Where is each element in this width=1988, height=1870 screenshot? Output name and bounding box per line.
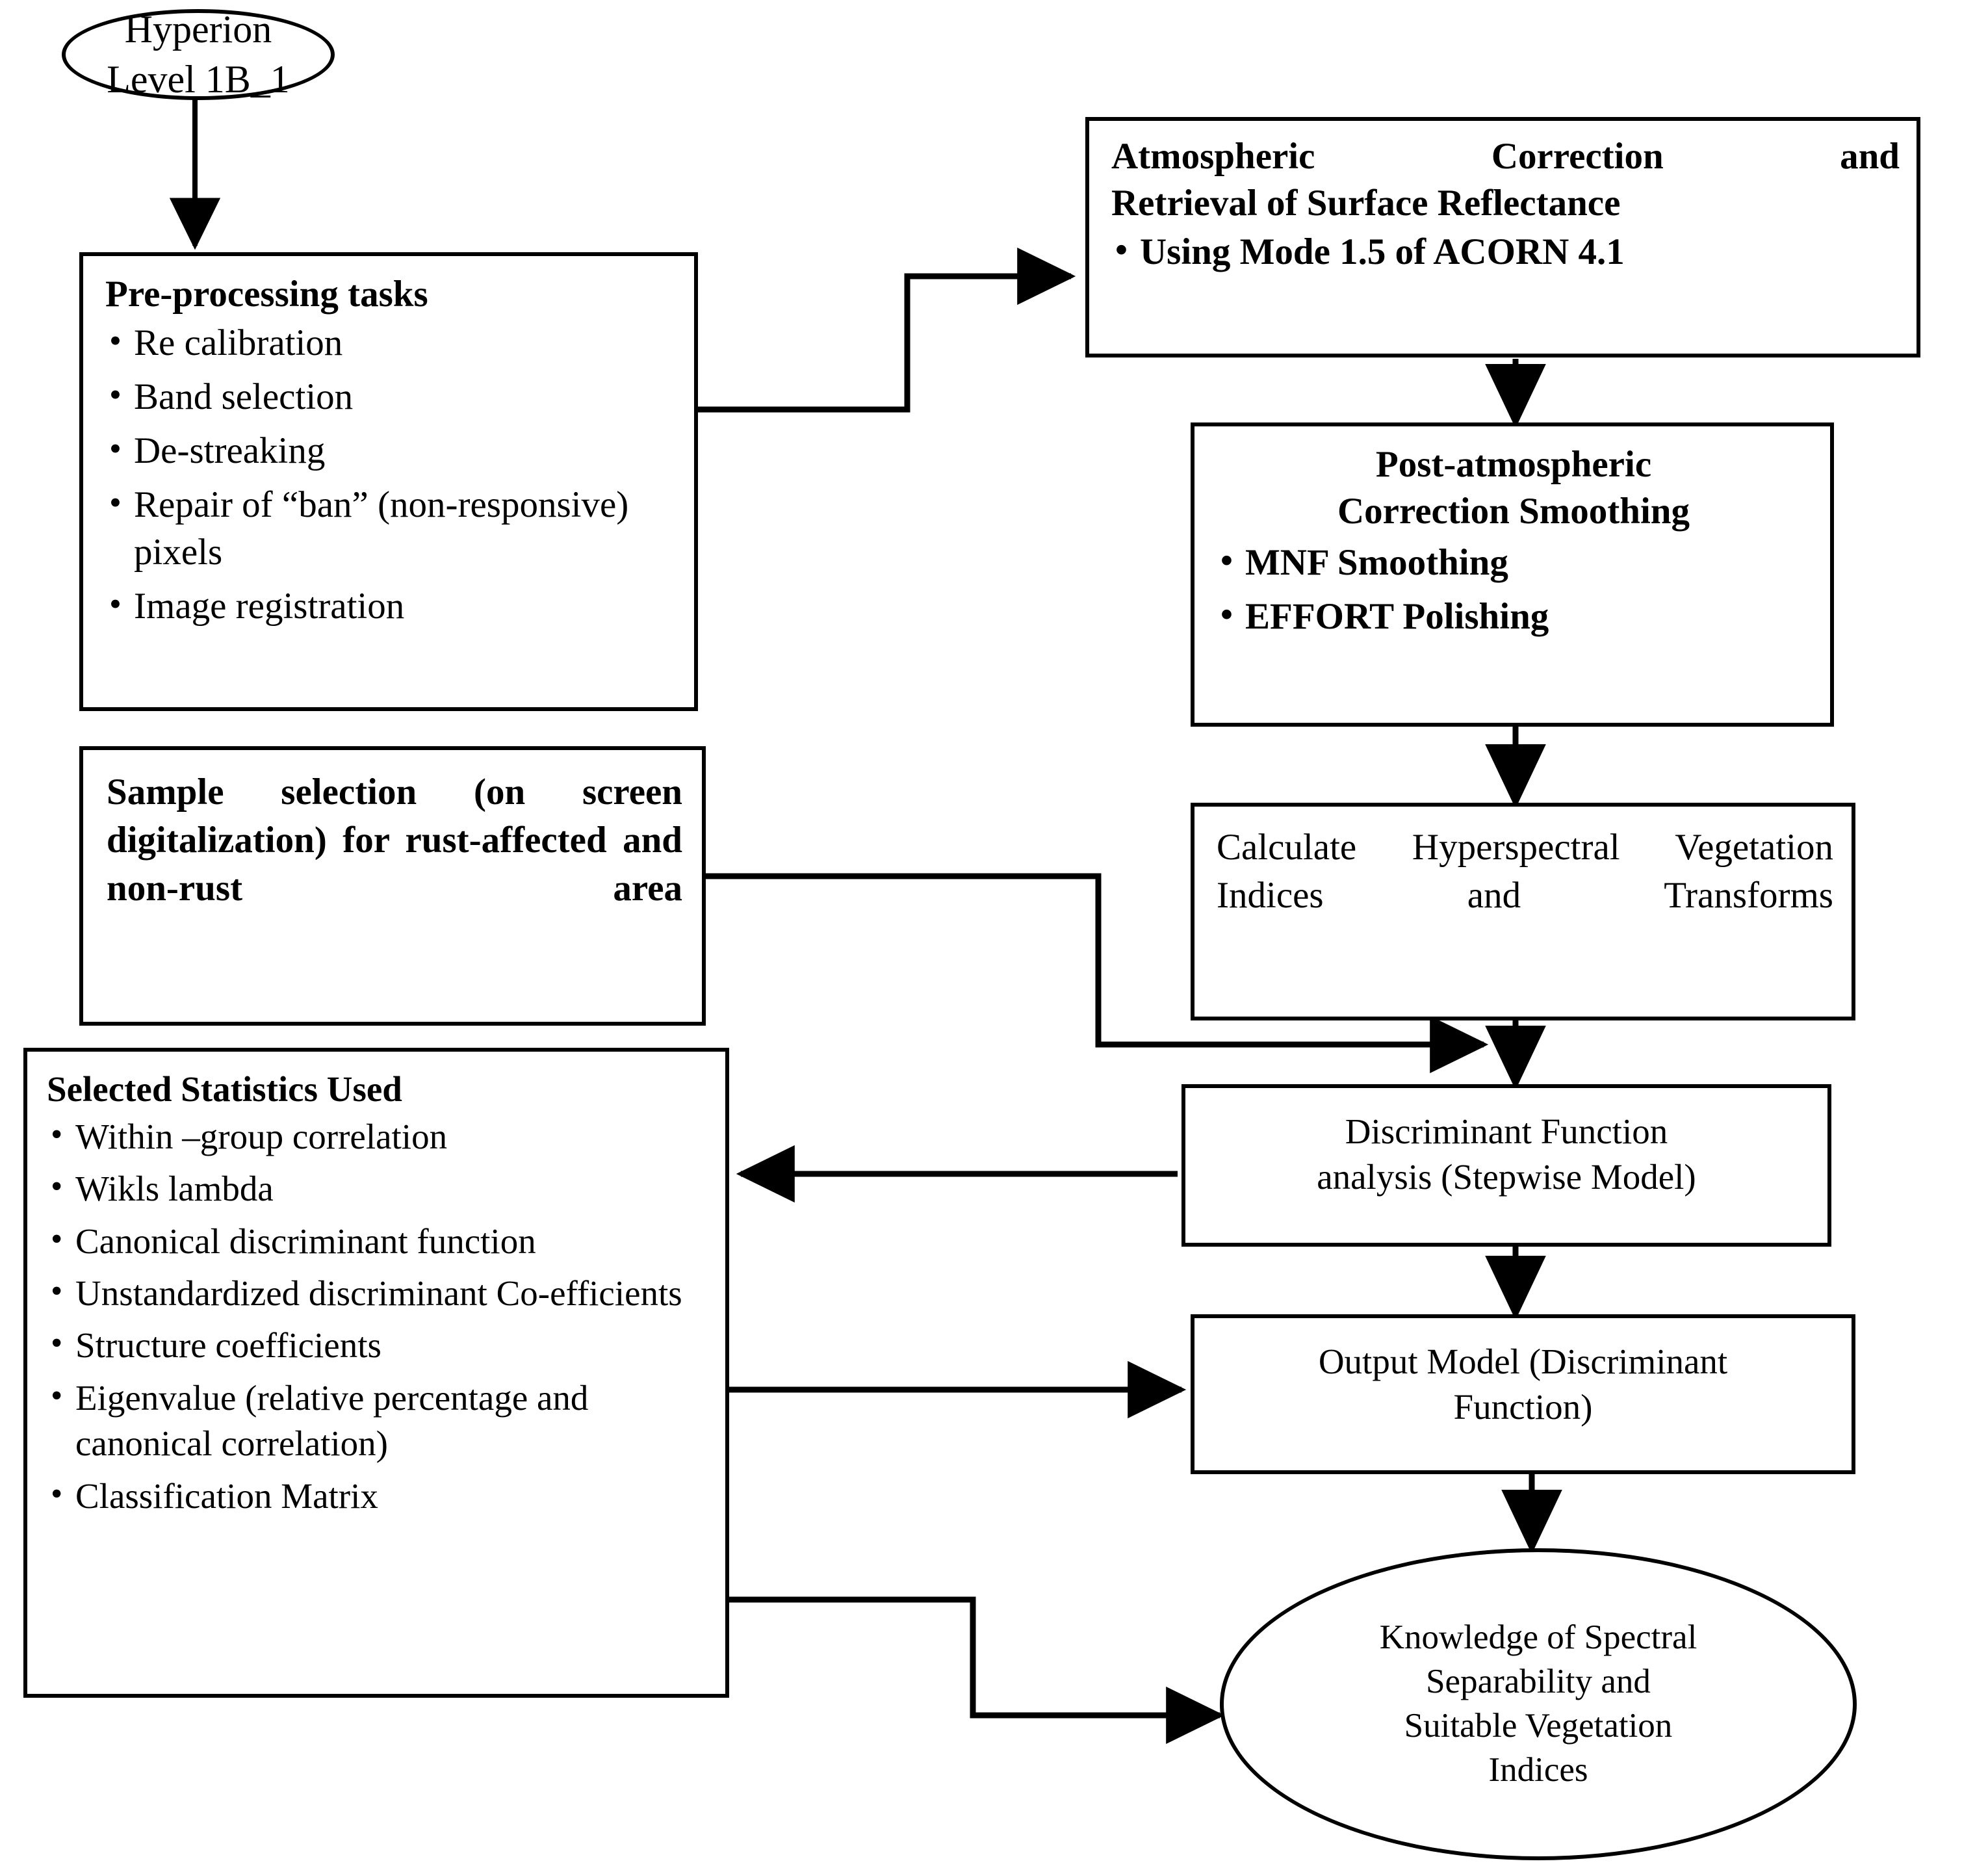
post-atmospheric-title-line1: Post-atmospheric [1375,444,1652,485]
list-item: Re calibration [105,318,675,367]
selected-statistics-bullets: Within –group correlation Wikls lambda C… [47,1113,711,1519]
list-item: Using Mode 1.5 of ACORN 4.1 [1111,227,1900,276]
hyperion-line-2: Level 1B_1 [107,58,290,101]
discriminant-line-2: analysis (Stepwise Model) [1317,1157,1696,1197]
hyperion-line-1: Hyperion [124,8,272,51]
list-item: Unstandardized discriminant Co-efficient… [47,1269,711,1316]
node-knowledge-outcome[interactable]: Knowledge of Spectral Separability and S… [1220,1548,1857,1860]
node-output-model[interactable]: Output Model (Discriminant Function) [1191,1314,1855,1474]
list-item: Band selection [105,372,675,421]
knowledge-line-2: Separability and [1426,1663,1651,1701]
atmospheric-title-line2: Retrieval of Surface Reflectance [1111,183,1621,224]
calculate-indices-text: Calculate Hyperspectral Vegetation Indic… [1217,827,1833,916]
output-model-line-1: Output Model (Discriminant [1318,1342,1728,1381]
output-model-line-2: Function) [1453,1387,1593,1427]
list-item: Structure coefficients [47,1321,711,1368]
preprocessing-bullets: Re calibration Band selection De-streaki… [105,318,675,630]
knowledge-line-4: Indices [1488,1750,1588,1789]
knowledge-line-3: Suitable Vegetation [1404,1707,1673,1745]
edge-statistics-to-knowledge [729,1596,1225,1745]
list-item: Within –group correlation [47,1113,711,1160]
hyperion-source-text: Hyperion Level 1B_1 [107,5,290,105]
sample-selection-text: Sample selection (on screen digitalizati… [107,772,682,909]
node-atmospheric-correction[interactable]: Atmospheric Correction and Retrieval of … [1085,117,1920,357]
post-atmospheric-title-line2: Correction Smoothing [1337,491,1690,532]
list-item: De-streaking [105,426,675,475]
selected-statistics-title: Selected Statistics Used [47,1069,402,1109]
list-item: EFFORT Polishing [1217,592,1811,641]
edge-preprocessing-to-atmospheric [698,247,1076,413]
list-item: Canonical discriminant function [47,1217,711,1264]
atmospheric-title-line1: Atmospheric Correction and [1111,136,1900,177]
list-item: Classification Matrix [47,1472,711,1519]
node-preprocessing[interactable]: Pre-processing tasks Re calibration Band… [79,252,698,711]
node-hyperion-source[interactable]: Hyperion Level 1B_1 [62,8,335,101]
node-selected-statistics[interactable]: Selected Statistics Used Within –group c… [23,1048,729,1698]
list-item: Eigenvalue (relative percentage and cano… [47,1374,711,1467]
node-sample-selection[interactable]: Sample selection (on screen digitalizati… [79,746,706,1026]
post-atmospheric-bullets: MNF Smoothing EFFORT Polishing [1217,538,1811,641]
knowledge-outcome-text: Knowledge of Spectral Separability and S… [1334,1616,1743,1792]
discriminant-analysis-text: Discriminant Function analysis (Stepwise… [1198,1109,1814,1201]
list-item: Repair of “ban” (non-responsive) pixels [105,480,675,577]
preprocessing-title: Pre-processing tasks [105,274,428,315]
knowledge-line-1: Knowledge of Spectral [1379,1618,1698,1657]
list-item: Image registration [105,582,675,630]
list-item: Wikls lambda [47,1165,711,1212]
list-item: MNF Smoothing [1217,538,1811,587]
node-discriminant-analysis[interactable]: Discriminant Function analysis (Stepwise… [1181,1084,1831,1247]
output-model-text: Output Model (Discriminant Function) [1207,1339,1839,1431]
discriminant-line-1: Discriminant Function [1345,1111,1668,1151]
node-post-atmospheric[interactable]: Post-atmospheric Correction Smoothing MN… [1191,422,1834,727]
atmospheric-bullets: Using Mode 1.5 of ACORN 4.1 [1111,227,1900,276]
node-calculate-indices[interactable]: Calculate Hyperspectral Vegetation Indic… [1191,803,1855,1020]
